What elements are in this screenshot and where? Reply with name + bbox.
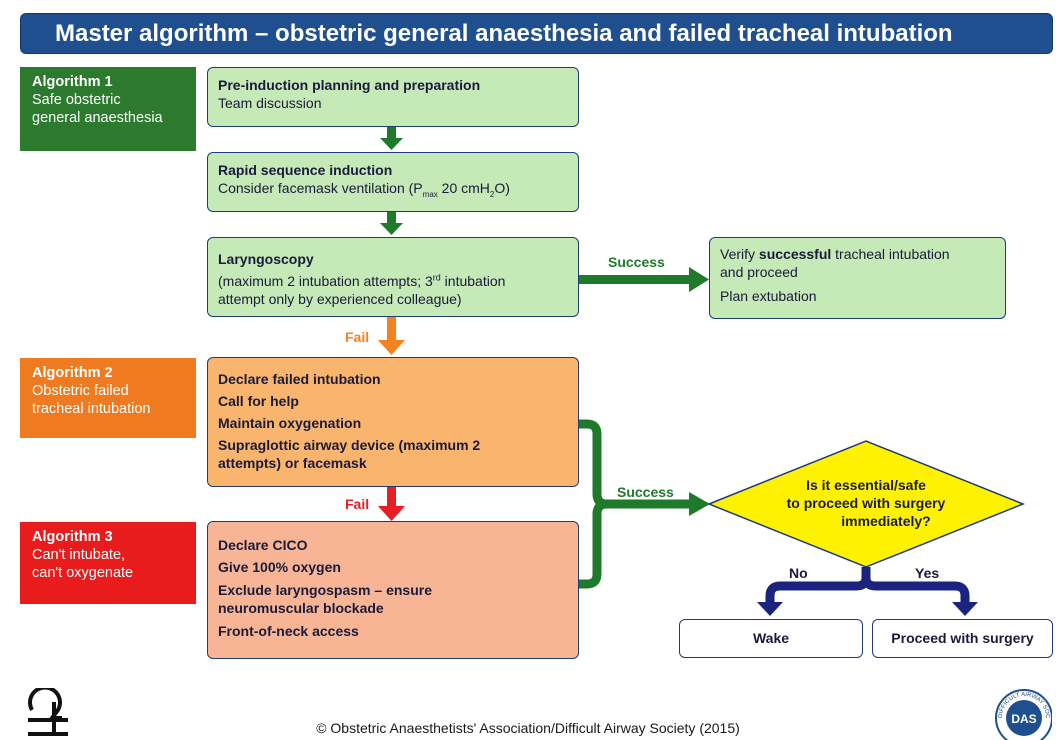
failed-intubation-line-1: Declare failed intubation [218, 371, 381, 387]
label-fail-2: Fail [345, 496, 370, 512]
cico-line-3: Exclude laryngospasm – ensure [218, 582, 432, 598]
decision-line-2: to proceed with surgery [786, 495, 946, 511]
arrow-down-1 [380, 127, 403, 150]
box-laryngoscopy: Laryngoscopy (maximum 2 intubation attem… [207, 237, 579, 317]
arrow-split [765, 567, 970, 604]
decision-diamond [706, 440, 1026, 568]
decision-line-1: Is it essential/safe [806, 477, 926, 493]
failed-intubation-line-2: Call for help [218, 393, 299, 409]
verify-line-3: Plan extubation [720, 288, 817, 304]
failed-intubation-line-4: Supraglottic airway device (maximum 2 [218, 437, 481, 453]
box-cico: Declare CICO Give 100% oxygen Exclude la… [207, 521, 579, 659]
page-title: Master algorithm – obstetric general ana… [20, 13, 1053, 54]
arrow-fail-orange [378, 317, 405, 355]
algorithm-2-heading: Algorithm 2 [32, 365, 113, 381]
cico-line-4: neuromuscular blockade [218, 600, 384, 616]
laryngoscopy-title: Laryngoscopy [218, 251, 314, 267]
algorithm-1-desc-line-1: Safe obstetric [32, 92, 121, 108]
box-rsi: Rapid sequence induction Consider facema… [207, 152, 579, 212]
verify-line-1: Verify successful tracheal intubation [720, 246, 950, 262]
pre-induction-title: Pre-induction planning and preparation [218, 77, 481, 93]
outcome-proceed: Proceed with surgery [872, 619, 1053, 658]
algorithm-3-desc-line-1: Can't intubate, [32, 547, 126, 563]
algorithm-1-desc-line-2: general anaesthesia [32, 110, 163, 126]
arrow-no-head [757, 602, 783, 616]
cico-line-5: Front-of-neck access [218, 623, 359, 639]
outcome-wake: Wake [679, 619, 863, 658]
arrow-success-right [578, 267, 709, 292]
decision-text: Is it essential/safe to proceed with sur… [766, 476, 966, 530]
das-logo: DAS DIFFICULT AIRWAY SOCIETY [992, 686, 1052, 740]
algorithm-3-desc-line-2: can't oxygenate [32, 565, 134, 581]
algorithm-2-desc-line-2: tracheal intubation [32, 401, 151, 417]
laryngoscopy-line-2: attempt only by experienced colleague) [218, 290, 462, 307]
box-pre-induction: Pre-induction planning and preparation T… [207, 67, 579, 127]
algorithm-1-label: Algorithm 1 Safe obstetric general anaes… [20, 67, 196, 151]
decision-line-3: immediately? [841, 513, 931, 529]
arrow-success-decision [600, 492, 710, 516]
arrow-fail-red [378, 487, 405, 521]
copyright-footer: © Obstetric Anaesthetists' Association/D… [316, 720, 740, 736]
label-yes: Yes [915, 565, 940, 581]
rsi-title: Rapid sequence induction [218, 162, 393, 178]
oaa-logo [28, 688, 68, 736]
algorithm-3-heading: Algorithm 3 [32, 529, 113, 545]
failed-intubation-line-5: attempts) or facemask [218, 455, 367, 471]
algorithm-3-label: Algorithm 3 Can't intubate, can't oxygen… [20, 522, 196, 604]
failed-intubation-line-3: Maintain oxygenation [218, 415, 362, 431]
label-success-1: Success [608, 254, 665, 270]
algorithm-1-heading: Algorithm 1 [32, 74, 113, 90]
algorithm-2-label: Algorithm 2 Obstetric failed tracheal in… [20, 358, 196, 438]
box-failed-intubation: Declare failed intubation Call for help … [207, 357, 579, 487]
arrow-yes-head [952, 602, 978, 616]
label-fail-1: Fail [345, 329, 370, 345]
label-no: No [789, 565, 808, 581]
label-success-2: Success [617, 484, 674, 500]
arrow-down-2 [380, 212, 403, 235]
svg-text:DAS: DAS [1011, 712, 1036, 726]
pre-induction-line: Team discussion [218, 95, 322, 111]
verify-line-2: and proceed [720, 264, 798, 280]
rsi-line: Consider facemask ventilation (Pmax 20 c… [218, 180, 510, 199]
laryngoscopy-line-1: (maximum 2 intubation attempts; 3rd intu… [218, 272, 506, 289]
box-verify: Verify successful tracheal intubation an… [709, 237, 1006, 319]
cico-line-2: Give 100% oxygen [218, 559, 341, 575]
algorithm-2-desc-line-1: Obstetric failed [32, 383, 129, 399]
cico-line-1: Declare CICO [218, 537, 308, 553]
